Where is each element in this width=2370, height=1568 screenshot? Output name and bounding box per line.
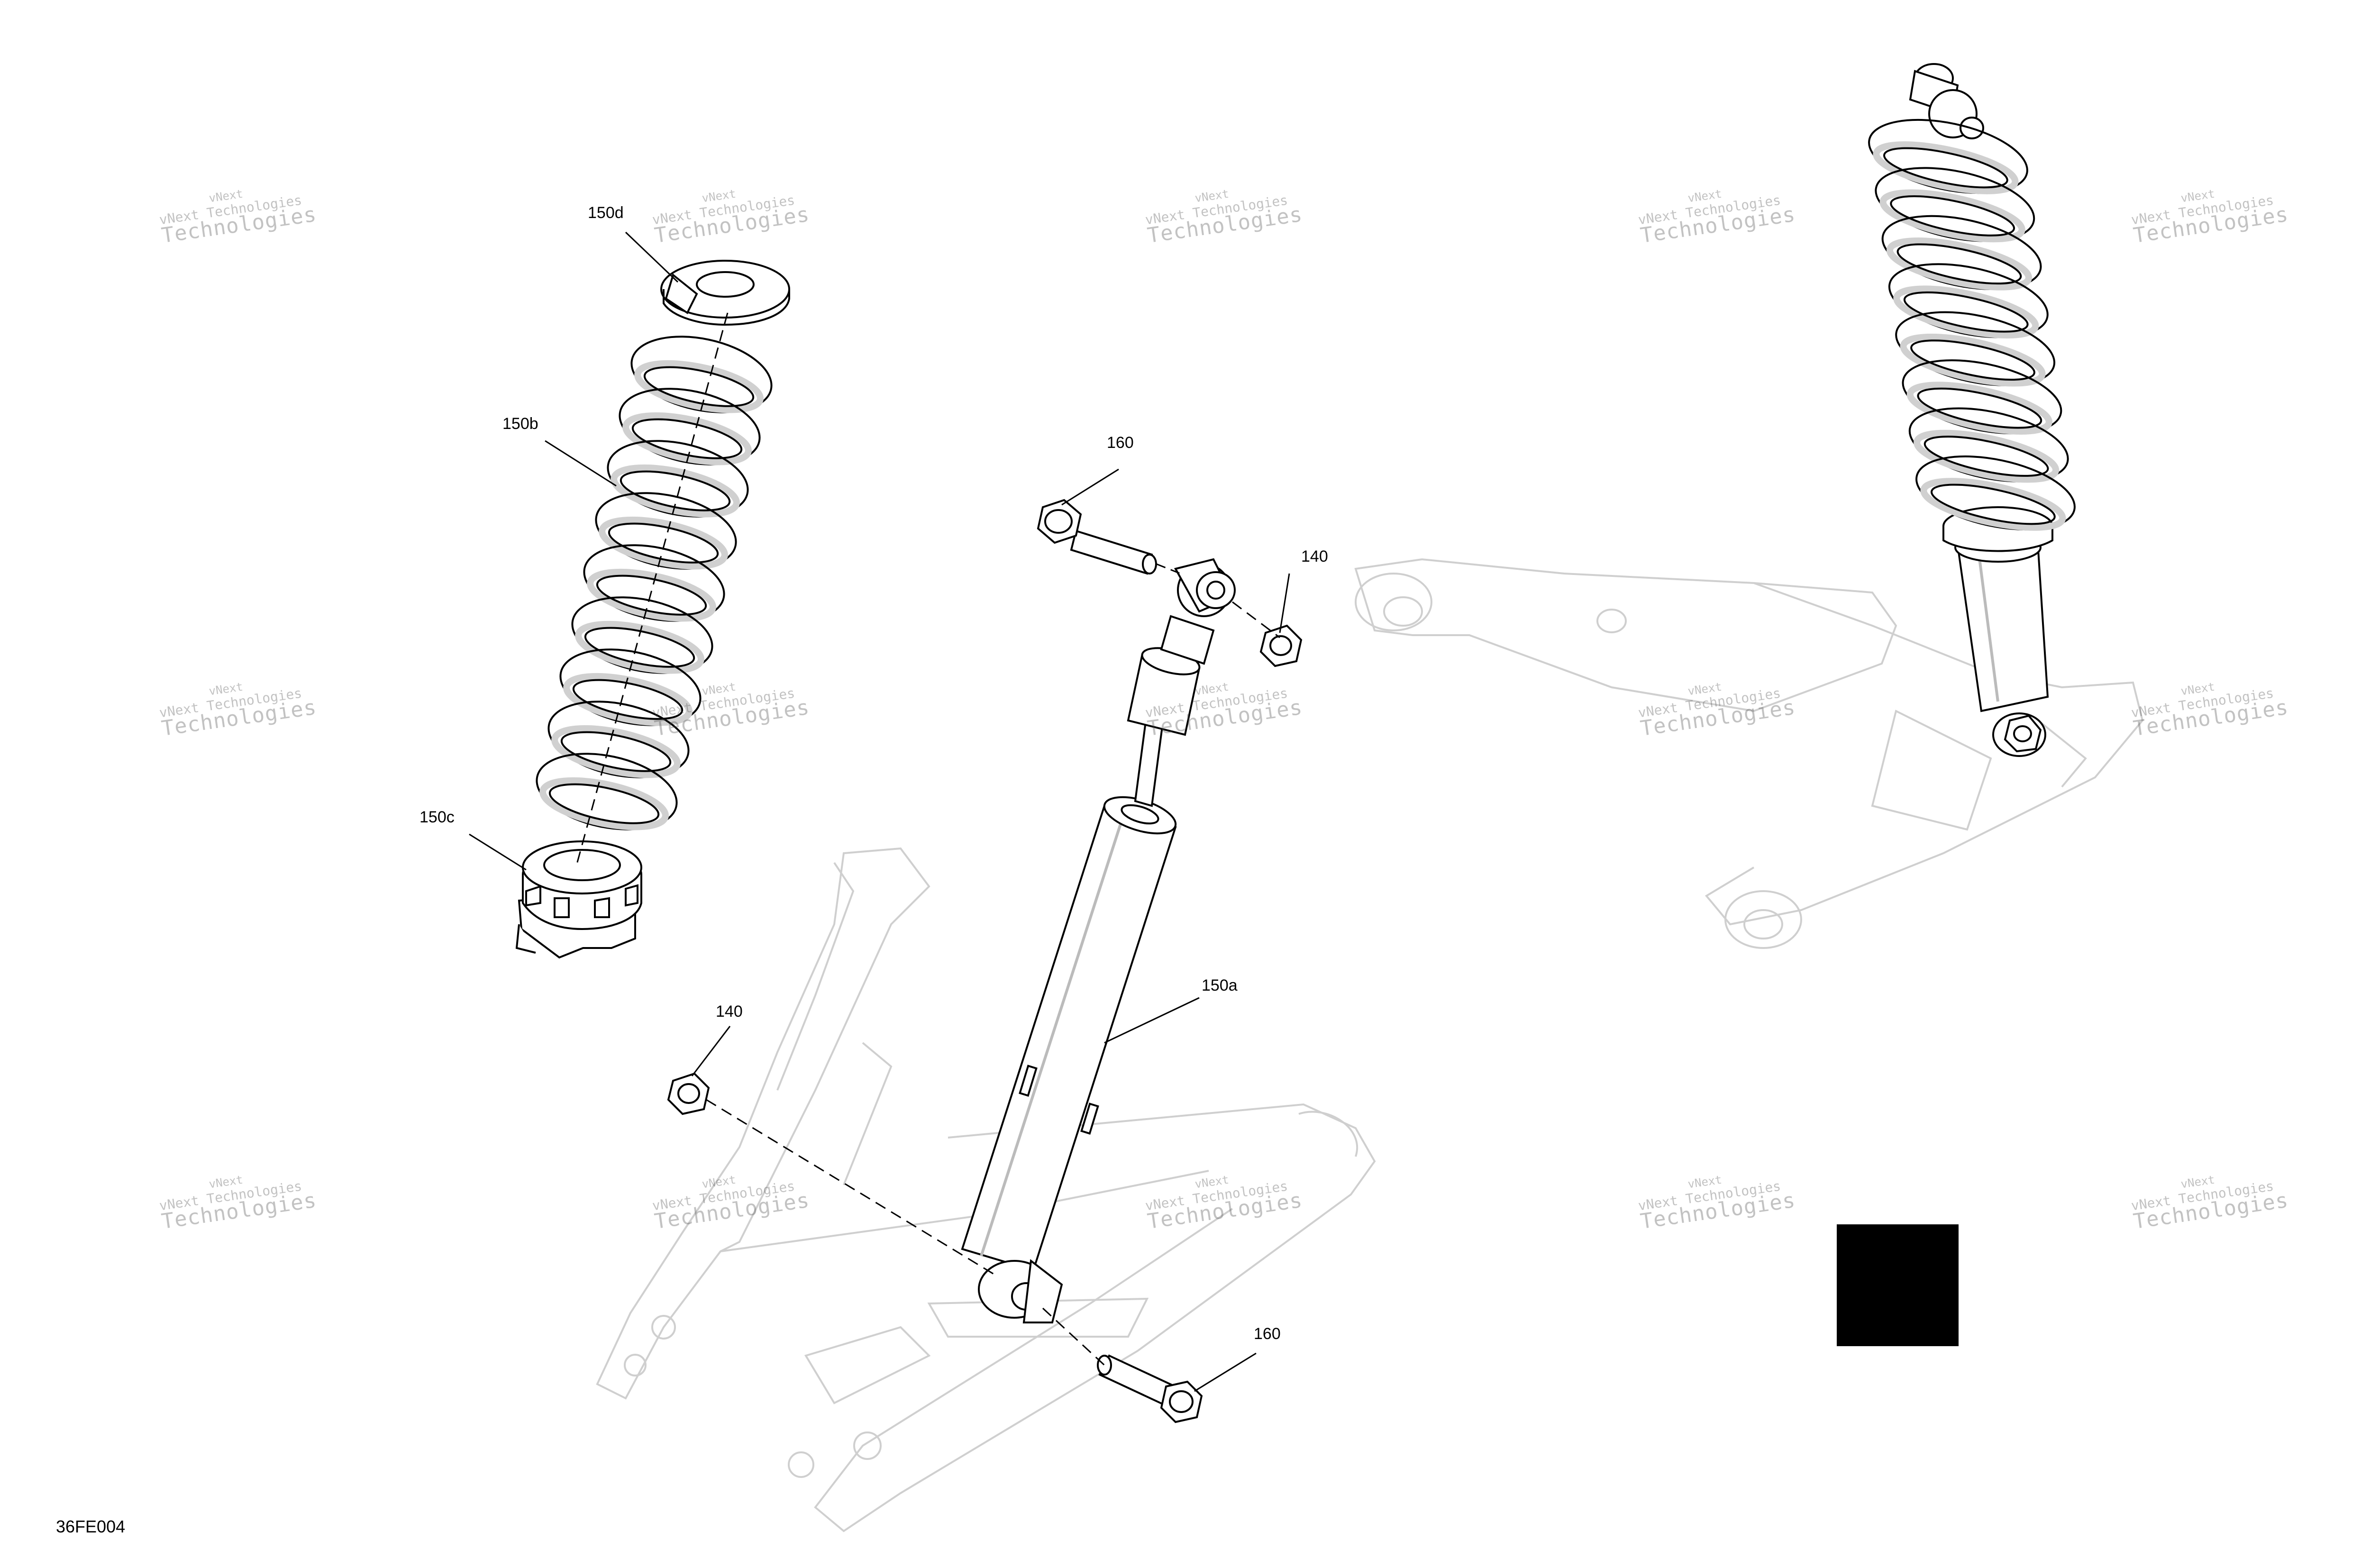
- spring-coil-band: [563, 673, 693, 726]
- spring-coil: [559, 648, 702, 726]
- spring-coil-inner: [1903, 291, 2029, 333]
- spring-coil-band: [575, 620, 704, 674]
- callout-150d: 150d: [588, 204, 624, 222]
- spring-coil-band: [622, 412, 752, 465]
- spring-coil-band: [1900, 333, 2046, 387]
- spring-coil-band: [539, 777, 669, 830]
- spring-axis-line: [575, 312, 729, 868]
- callout-140-right: 140: [1301, 547, 1328, 565]
- assembled-spring: [1868, 119, 2076, 531]
- spring-seat-150d: [660, 260, 790, 326]
- spring-coil-inner: [1931, 483, 2056, 525]
- spring-coil-inner: [643, 366, 755, 407]
- spring-coil-inner: [1910, 339, 2035, 381]
- spring-coil-band: [1906, 382, 2052, 435]
- spring-coil: [607, 440, 749, 518]
- spring-coil-band: [611, 464, 740, 518]
- spring-seat-150c: [515, 840, 642, 959]
- shock-absorber-150a: [961, 558, 1236, 1323]
- spring-coil-band: [1879, 189, 2025, 243]
- swing-arm-right: [1354, 558, 2144, 949]
- assembly-line-lower-right: [1042, 1307, 1105, 1366]
- spring-coil-band: [634, 360, 764, 413]
- black-square: [1837, 1224, 1959, 1346]
- swing-arm-left: [596, 847, 1376, 1532]
- bolt-160-bottom: [1097, 1354, 1203, 1423]
- nut-140-left: [667, 1072, 710, 1115]
- assembly-line-top: [1156, 563, 1181, 574]
- callout-150c: 150c: [419, 808, 455, 826]
- spring-coil-band: [1893, 285, 2039, 339]
- spring-coil: [583, 544, 725, 622]
- spring-coil-inner: [1917, 387, 2042, 429]
- spring-coil-inner: [1923, 436, 2049, 477]
- spring-coil-inner: [572, 679, 684, 720]
- spring-coil-band: [1920, 478, 2066, 531]
- spring-coil-inner: [631, 418, 743, 459]
- spring-coil-inner: [1896, 243, 2022, 285]
- spring-coil-inner: [1883, 147, 2008, 189]
- leader-lines: [469, 231, 1290, 1392]
- spring-coil-band: [1886, 237, 2033, 291]
- coil-spring-150b: [536, 336, 773, 830]
- spring-coil-inner: [584, 627, 695, 668]
- spring-coil-inner: [1890, 195, 2015, 237]
- nut-140-right: [1259, 624, 1303, 667]
- callout-150b: 150b: [502, 415, 538, 433]
- assembly-line-upper: [1232, 601, 1280, 638]
- callout-140-left: 140: [716, 1003, 743, 1021]
- spring-coil: [619, 388, 761, 465]
- bolt-160-top: [1037, 499, 1157, 575]
- spring-coil: [536, 753, 678, 830]
- spring-coil-inner: [560, 731, 672, 772]
- spring-coil-inner: [548, 783, 660, 824]
- spring-coil-inner: [620, 470, 731, 511]
- spring-coil: [547, 701, 690, 778]
- callout-160-top: 160: [1107, 434, 1134, 452]
- callout-150a: 150a: [1202, 976, 1238, 994]
- drawing-code: 36FE004: [56, 1517, 126, 1536]
- assembly-line-lower-left: [706, 1099, 996, 1276]
- spring-coil-band: [551, 725, 681, 778]
- callout-160-bottom: 160: [1254, 1325, 1281, 1343]
- spring-coil: [630, 336, 773, 413]
- spring-coil-band: [1914, 429, 2060, 483]
- spring-coil-band: [1873, 141, 2019, 194]
